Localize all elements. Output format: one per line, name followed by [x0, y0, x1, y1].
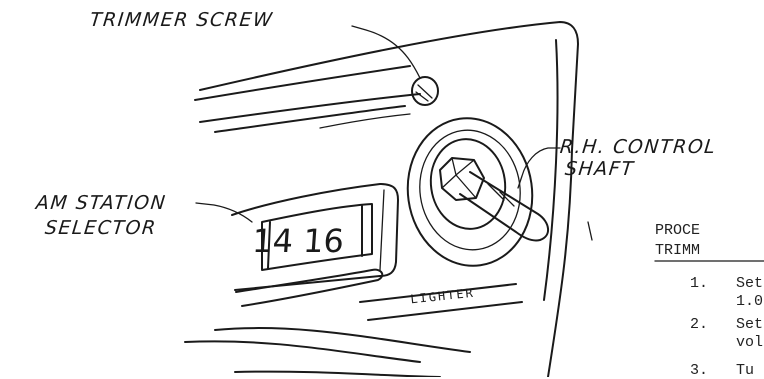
lower-trim-5 — [185, 341, 420, 362]
trimmer-screw-label: TRIMMER SCREW — [89, 9, 275, 31]
trimmer-screw-slot — [416, 85, 432, 101]
procedure-title-1: PROCE — [655, 222, 700, 239]
dial-reading: 14 16 — [251, 222, 345, 260]
upper-molding-3 — [215, 106, 405, 132]
procedure-step-2-text: Set — [736, 316, 763, 333]
control-bezel-mid — [412, 124, 528, 257]
procedure-step-2-cont: vol — [736, 334, 763, 351]
dash-panel-outline — [200, 22, 578, 377]
leader-control-shaft — [518, 148, 560, 188]
lower-trim-6 — [235, 372, 440, 377]
control-shaft-label-1: R.H. CONTROL — [559, 136, 718, 158]
procedure-step-1-text: Set — [736, 275, 763, 292]
leader-station-selector — [196, 203, 252, 222]
station-selector-label-1: AM STATION — [35, 192, 168, 214]
station-selector-label-2: SELECTOR — [44, 217, 158, 239]
lower-trim-1 — [236, 270, 382, 306]
dash-panel-inner-edge — [544, 40, 558, 300]
lower-trim-4 — [215, 328, 470, 352]
procedure-step-3-num: 3. — [690, 362, 708, 379]
lower-trim-3 — [368, 302, 522, 320]
procedure-step-1-num: 1. — [690, 275, 708, 292]
procedure-step-2-num: 2. — [690, 316, 708, 333]
procedure-step-3-text: Tu — [736, 362, 754, 379]
lighter-marking: LIGHTER — [410, 286, 476, 307]
control-shaft-label-2: SHAFT — [564, 158, 636, 180]
procedure-title-2: TRIMM — [655, 242, 700, 259]
control-hex-nut — [440, 158, 484, 200]
bezel-tick — [588, 222, 592, 240]
procedure-step-1-cont: 1.0 — [736, 293, 763, 310]
